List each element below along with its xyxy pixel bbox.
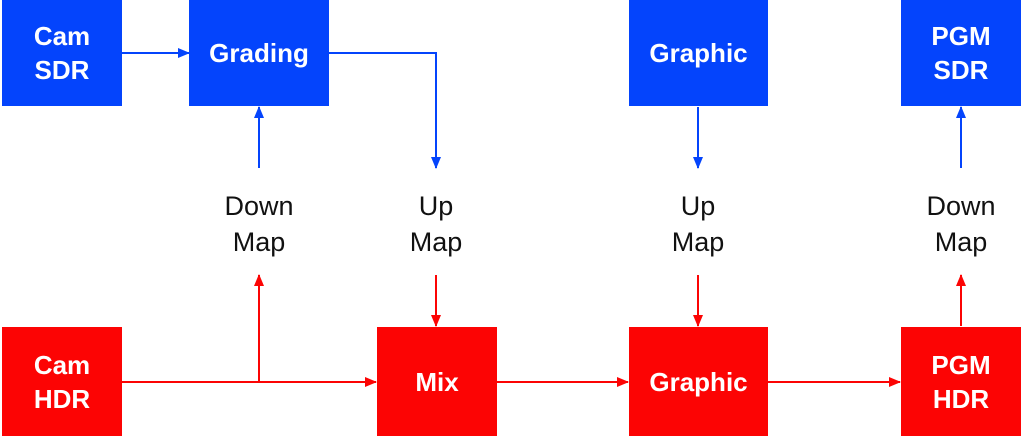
cam-hdr-line2: HDR [33,383,91,414]
up-map-mix-line1: Up [418,191,454,221]
pgm-sdr-node: PGM SDR [901,0,1021,106]
graphic-sdr-node: Graphic [629,0,768,106]
down-map-left-line2: Map [232,227,286,257]
grading-node: Grading [189,0,329,106]
up-map-mix-line2: Map [409,227,463,257]
graphic-sdr-label: Graphic [649,38,748,68]
down-map-left-line1: Down [224,191,294,221]
cam-sdr-line2: SDR [34,55,90,85]
cam-hdr-node: Cam HDR [2,327,122,436]
mix-node: Mix [377,327,497,436]
graphic-hdr-node: Graphic [629,327,768,436]
down-map-label-left: Down Map [204,186,314,262]
down-map-right-line1: Down [926,191,996,221]
pgm-hdr-node: PGM HDR [901,327,1021,436]
down-map-label-right: Down Map [906,186,1016,262]
graphic-hdr-label: Graphic [649,366,748,397]
up-map-graphic-line2: Map [671,227,725,257]
cam-hdr-line1: Cam [33,349,91,380]
grading-label: Grading [209,38,309,68]
pgm-hdr-line2: HDR [932,383,990,414]
mix-label: Mix [415,366,459,397]
pgm-sdr-line1: PGM [931,21,991,51]
cam-sdr-node: Cam SDR [2,0,122,106]
pgm-hdr-line1: PGM [931,349,991,380]
up-map-graphic-line1: Up [680,191,716,221]
cam-sdr-line1: Cam [33,21,91,51]
pgm-sdr-line2: SDR [933,55,989,85]
arrow-grading-to-upmap [329,52,441,169]
up-map-label-graphic: Up Map [643,186,753,262]
up-map-label-mix: Up Map [381,186,491,262]
down-map-right-line2: Map [934,227,988,257]
